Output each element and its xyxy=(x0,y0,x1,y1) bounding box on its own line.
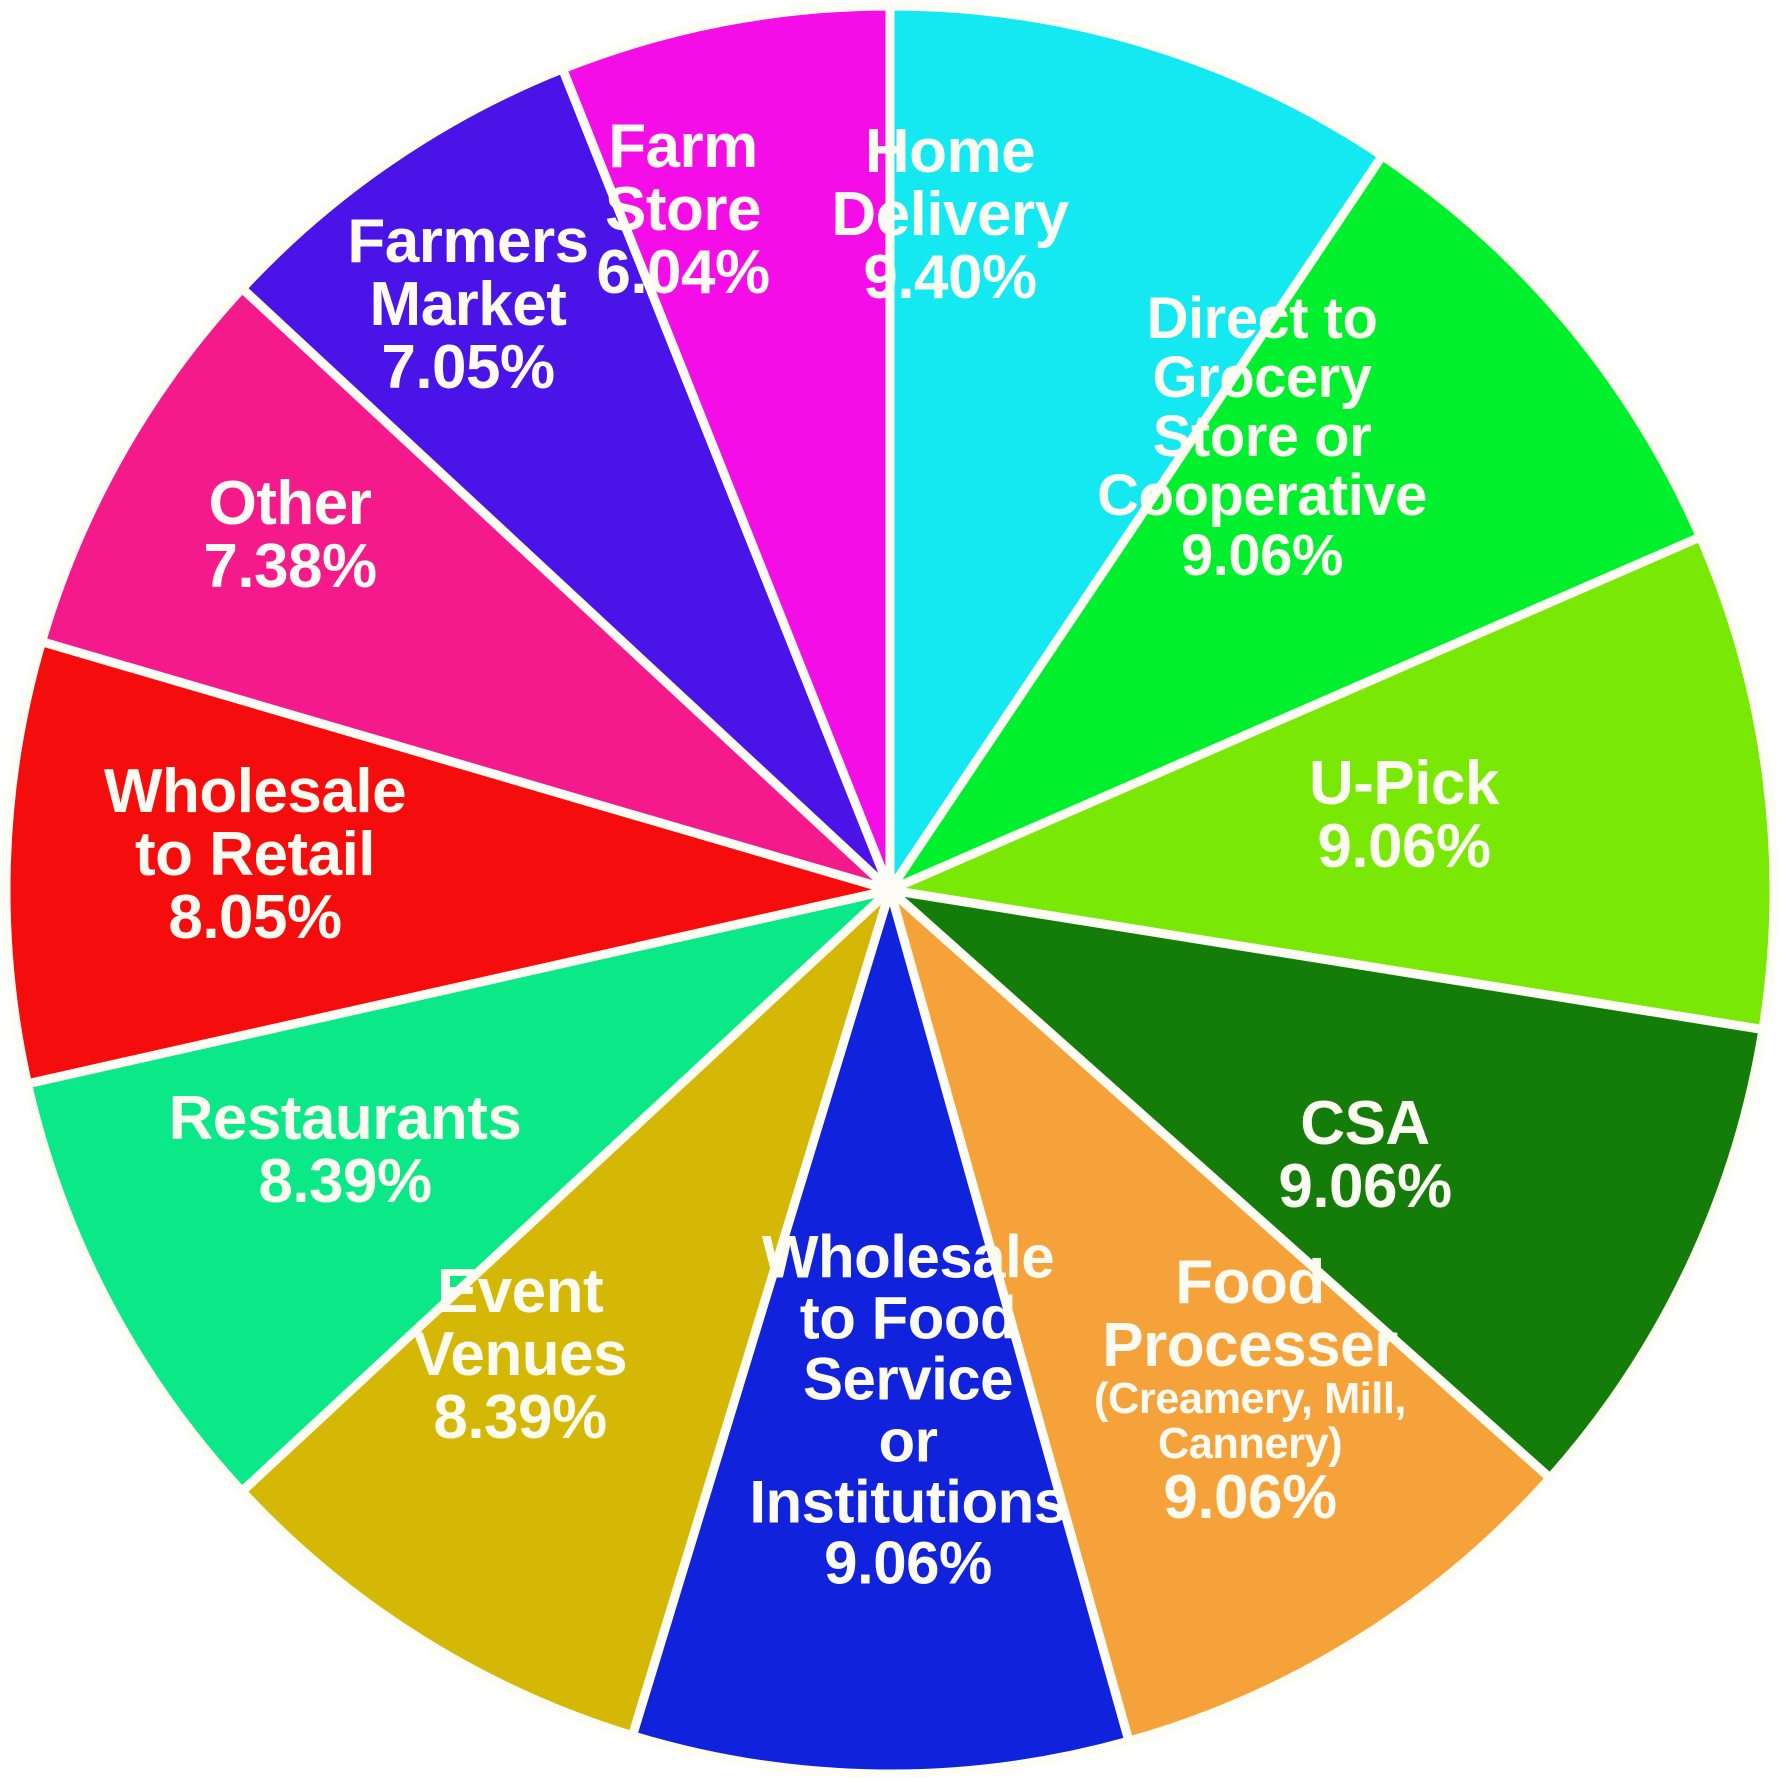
pie-slice-direct-to-grocery-store-or-cooperative[interactable] xyxy=(885,151,1705,895)
pie-slice-home-delivery[interactable] xyxy=(885,1,1387,895)
pie-slice-event-venues[interactable] xyxy=(237,885,895,1741)
pie-slice-food-processer[interactable] xyxy=(885,885,1555,1746)
pie-slice-csa[interactable] xyxy=(885,885,1768,1483)
pie-slice-wholesale-to-retail[interactable] xyxy=(1,637,895,1089)
pie-slice-wholesale-to-food-service-or-institutions[interactable] xyxy=(627,885,1134,1779)
pie-slice-other[interactable] xyxy=(37,283,895,895)
pie-slice-u-pick[interactable] xyxy=(885,532,1779,1035)
pie-slice-restaurants[interactable] xyxy=(22,885,895,1496)
pie-slice-farm-store[interactable] xyxy=(558,1,895,895)
pie-slice-farmers-market[interactable] xyxy=(237,64,895,895)
